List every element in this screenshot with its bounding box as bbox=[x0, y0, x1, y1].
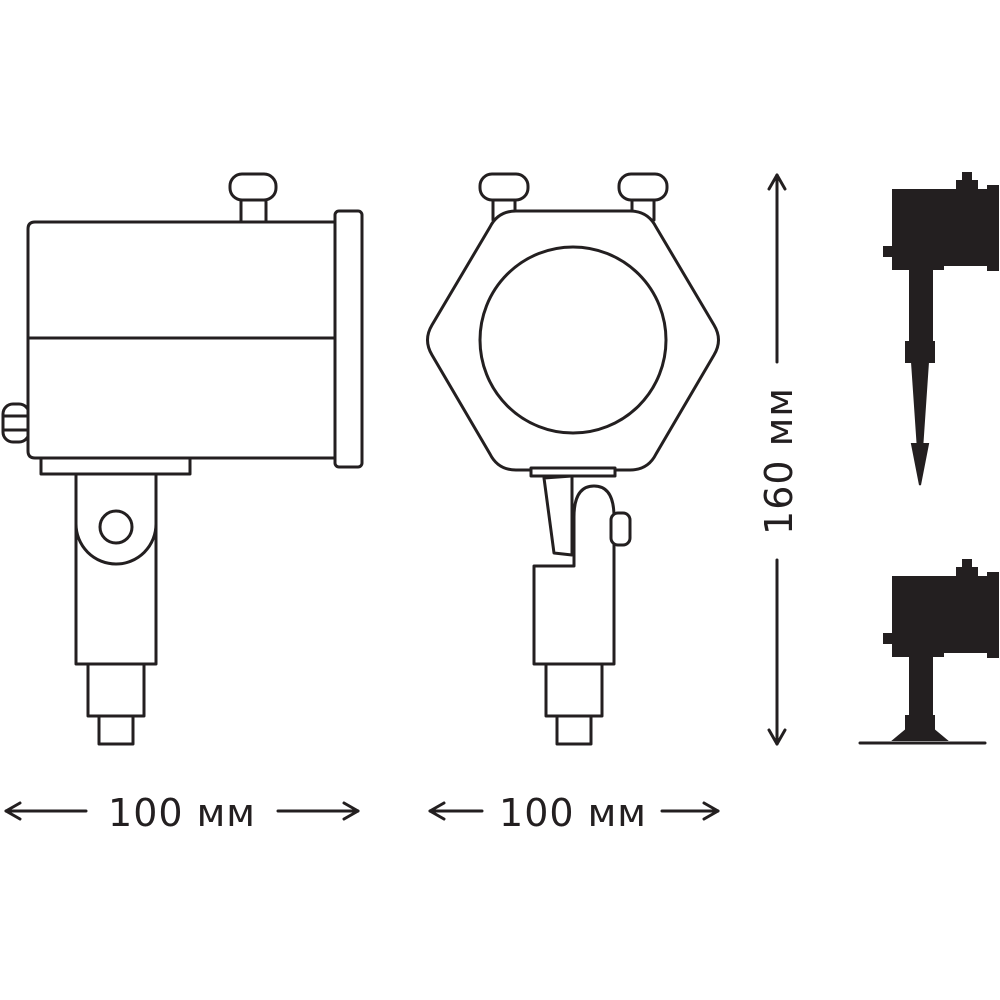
front-base-plate bbox=[529, 466, 617, 478]
front-bracket bbox=[532, 484, 632, 666]
front-tilt-arm bbox=[542, 474, 574, 557]
surface-mount-icon bbox=[858, 559, 999, 745]
front-lens bbox=[478, 245, 668, 435]
spike-mount-icon bbox=[883, 172, 999, 486]
side-stem bbox=[86, 662, 146, 746]
side-body bbox=[26, 220, 338, 460]
side-front-ring bbox=[333, 209, 364, 469]
front-stem bbox=[544, 662, 604, 746]
dim-side-width-label: 100 мм bbox=[108, 791, 256, 835]
front-view bbox=[426, 172, 720, 746]
front-top-screw-left bbox=[478, 172, 530, 222]
dimension-height: 160 мм bbox=[757, 173, 801, 746]
side-base-plate bbox=[39, 456, 192, 476]
dimension-front-width: 100 мм bbox=[428, 791, 720, 835]
dim-height-label: 160 мм bbox=[757, 387, 801, 535]
dimension-side-width: 100 мм bbox=[4, 791, 360, 835]
dim-front-width-label: 100 мм bbox=[499, 791, 647, 835]
side-bracket bbox=[74, 472, 158, 666]
side-left-screw bbox=[1, 402, 31, 444]
side-view bbox=[1, 172, 364, 746]
